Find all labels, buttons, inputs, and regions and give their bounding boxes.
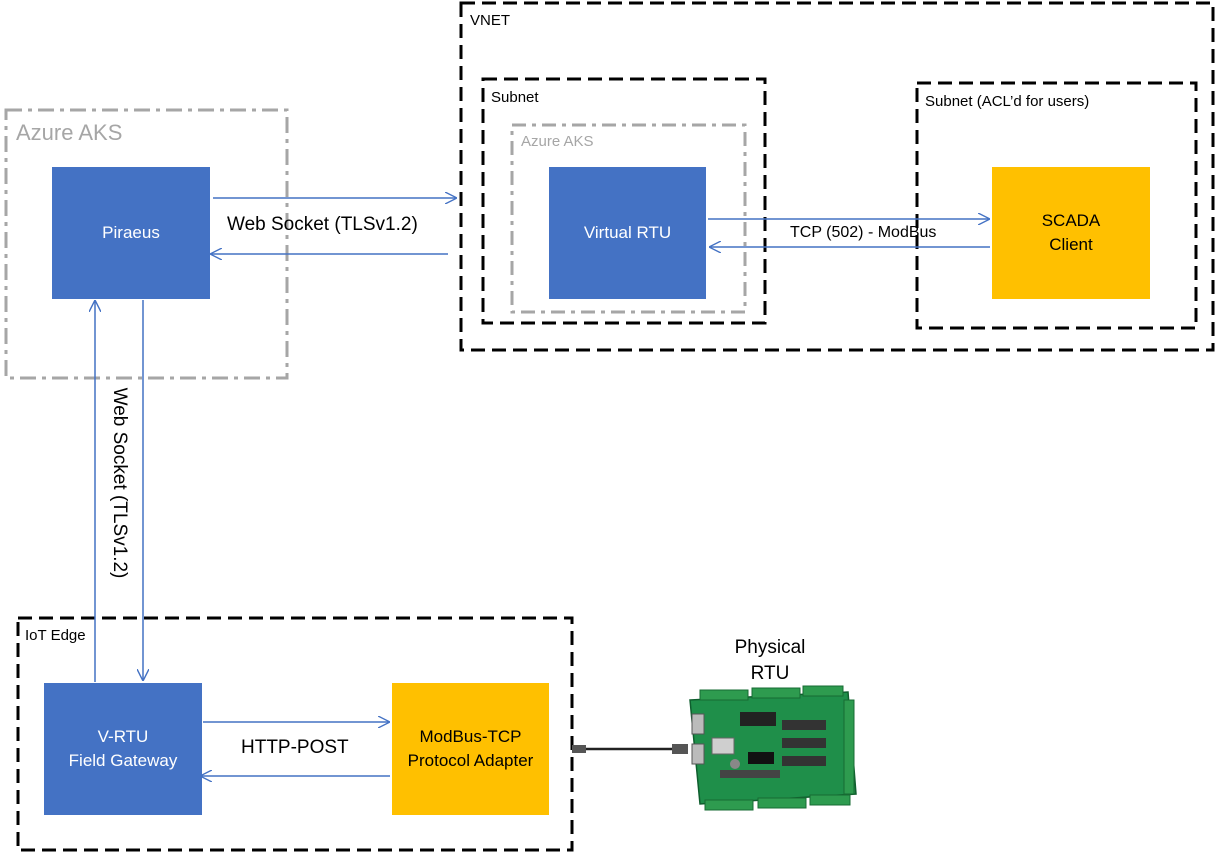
http-post-label: HTTP-POST — [241, 737, 349, 758]
ws-vertical-label: Web Socket (TLSv1.2) — [109, 387, 130, 579]
vnet-label: VNET — [470, 12, 511, 29]
subnet-left-label: Subnet — [491, 89, 539, 106]
modbus-protocol-adapter-node: ModBus-TCP Protocol Adapter — [392, 683, 549, 815]
scada-client-node: SCADA Client — [992, 167, 1150, 299]
virtual-rtu-node: Virtual RTU — [549, 167, 706, 299]
physical-rtu-label: Physical RTU — [734, 637, 806, 685]
subnet-right-container — [915, 81, 1198, 330]
ws-horizontal-label: Web Socket (TLSv1.2) — [227, 214, 418, 235]
rtu-cable — [572, 744, 688, 754]
azure-aks-left-container — [4, 108, 289, 380]
azure-aks-inner-label: Azure AKS — [521, 133, 594, 150]
vrtu-field-gateway-node: V-RTU Field Gateway — [44, 683, 202, 815]
iot-edge-label: IoT Edge — [25, 627, 86, 644]
subnet-right-label: Subnet (ACL’d for users) — [925, 93, 1090, 110]
vnet-container — [459, 1, 1215, 352]
piraeus-node: Piraeus — [52, 167, 210, 299]
azure-aks-left-label: Azure AKS — [16, 120, 123, 145]
physical-rtu-board-image — [689, 685, 857, 811]
iot-edge-container — [16, 616, 574, 852]
subnet-left-container — [481, 77, 767, 325]
tcp-modbus-label: TCP (502) - ModBus — [790, 224, 937, 241]
